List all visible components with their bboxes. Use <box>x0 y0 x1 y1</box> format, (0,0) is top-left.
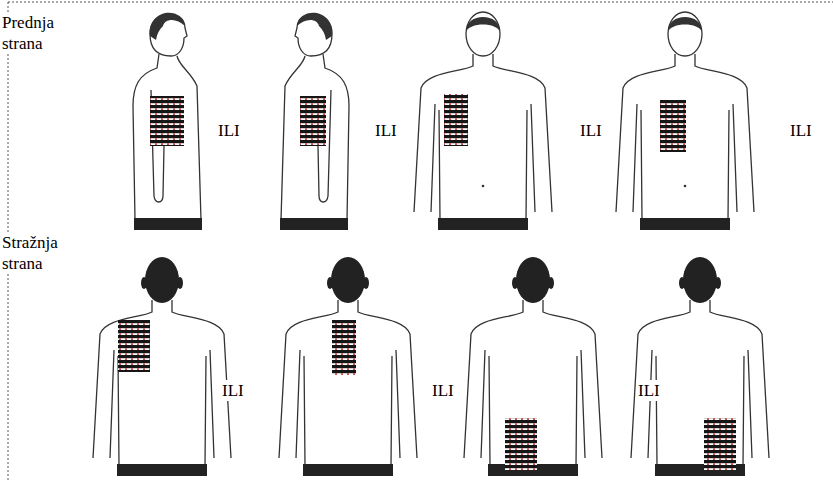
side-heading: Prednja strana <box>2 12 68 54</box>
alternative-word: ILI <box>580 120 602 141</box>
alternative-word: ILI <box>432 380 454 401</box>
alternative-word: ILI <box>218 120 240 141</box>
back-figures <box>93 257 769 476</box>
electrode-pads <box>118 94 736 470</box>
alternative-word: ILI <box>222 380 244 401</box>
side-heading: Stražnja strana <box>2 232 72 274</box>
alternative-word: ILI <box>638 380 660 401</box>
front-figures <box>133 12 754 230</box>
alternative-word: ILI <box>375 120 397 141</box>
alternative-word: ILI <box>790 120 812 141</box>
